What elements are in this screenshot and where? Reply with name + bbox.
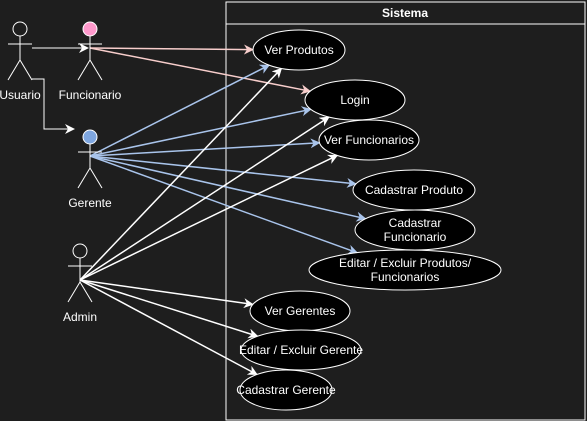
actor-label: Gerente — [68, 196, 112, 210]
use-case-ellipse — [304, 79, 406, 121]
actor-usuario[interactable]: Usuario — [0, 21, 41, 102]
use-case-editar-excluir-produtos[interactable]: Editar / Excluir Produtos/Funcionarios — [308, 249, 502, 291]
actor-funcionario[interactable]: Funcionario — [59, 21, 122, 102]
association-admin-ver_produtos — [79, 67, 283, 281]
use-case-label: Editar / Excluir Produtos/ — [339, 256, 472, 270]
actor-head — [12, 21, 28, 37]
actor-right-leg — [19, 59, 33, 81]
generalization-usuario-gerente — [32, 78, 75, 134]
association-gerente-cadastrar_funcionario — [89, 155, 367, 222]
association-admin-editar_excluir_gerente — [79, 279, 259, 339]
association-funcionario-ver_produtos — [89, 44, 254, 55]
use-case-label: Funcionario — [384, 230, 447, 244]
actor-label: Admin — [63, 310, 97, 324]
use-case-label: Ver Produtos — [264, 43, 333, 57]
actor-left-leg — [67, 281, 81, 303]
use-case-label: Ver Gerentes — [265, 304, 336, 318]
actor-head — [82, 129, 98, 145]
use-case-ellipse — [240, 329, 362, 371]
use-case-ellipse — [252, 29, 346, 71]
use-case-editar-excluir-gerente[interactable]: Editar / Excluir Gerente — [239, 329, 363, 371]
use-case-label: Login — [340, 93, 369, 107]
association-gerente-ver_produtos — [89, 64, 270, 157]
use-case-label: Editar / Excluir Gerente — [239, 343, 363, 357]
use-case-ver-funcionarios[interactable]: Ver Funcionarios — [318, 119, 420, 161]
use-case-ver-produtos[interactable]: Ver Produtos — [252, 29, 346, 71]
use-case-login[interactable]: Login — [304, 79, 406, 121]
actor-head — [82, 21, 98, 37]
association-gerente-cadastrar_produto — [89, 155, 357, 188]
use-case-label: Funcionarios — [371, 270, 440, 284]
actor-head — [72, 243, 88, 259]
use-case-label: Cadastrar — [389, 216, 442, 230]
use-case-ellipse — [308, 249, 502, 291]
association-admin-ver_gerentes — [79, 279, 254, 309]
actor-gerente[interactable]: Gerente — [68, 129, 112, 210]
actor-right-leg — [79, 281, 93, 303]
use-case-label: Ver Funcionarios — [324, 133, 414, 147]
association-funcionario-login — [89, 47, 312, 95]
association-admin-ver_funcionarios — [79, 154, 339, 281]
actor-label: Usuario — [0, 88, 41, 102]
actor-right-leg — [89, 59, 103, 81]
actor-left-leg — [77, 167, 91, 189]
association-gerente-editar_excluir_produtos — [89, 155, 359, 255]
use-case-cadastrar-gerente[interactable]: Cadastrar Gerente — [236, 369, 336, 411]
actor-left-leg — [77, 59, 91, 81]
system-boundary: Sistema — [225, 1, 586, 421]
actor-left-leg — [7, 59, 21, 81]
association-admin-login — [79, 116, 330, 281]
use-case-label: Cadastrar Produto — [365, 183, 463, 197]
actor-label: Funcionario — [59, 88, 122, 102]
use-case-ver-gerentes[interactable]: Ver Gerentes — [249, 290, 351, 332]
association-admin-cadastrar_gerente — [79, 279, 258, 376]
use-case-label: Cadastrar Gerente — [236, 383, 336, 397]
actor-right-leg — [89, 167, 103, 189]
system-title: Sistema — [382, 6, 428, 20]
actor-admin[interactable]: Admin — [63, 243, 97, 324]
use-case-cadastrar-produto[interactable]: Cadastrar Produto — [352, 169, 476, 211]
use-case-ellipse — [318, 119, 420, 161]
use-case-ellipse — [239, 369, 333, 411]
association-gerente-login — [89, 106, 312, 157]
edges — [32, 43, 367, 376]
